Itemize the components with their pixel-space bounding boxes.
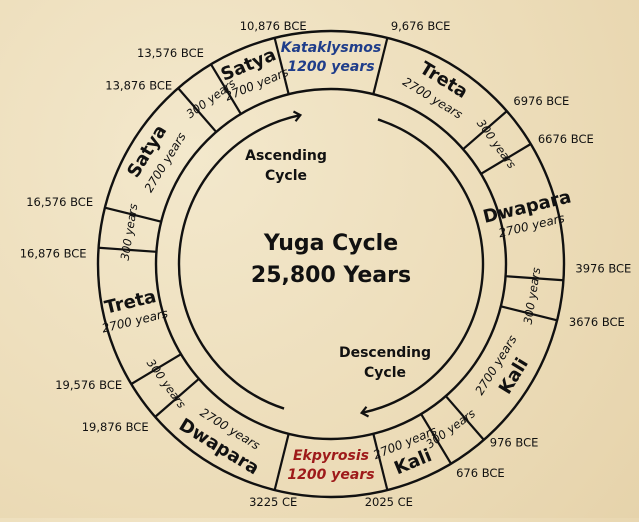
segment-divider — [104, 206, 162, 223]
segment-divider — [177, 87, 218, 133]
date-label: 6676 BCE — [538, 132, 594, 146]
date-label: 19,576 BCE — [55, 378, 122, 392]
ekpyrosis-name: Ekpyrosis — [293, 448, 369, 464]
segment-divider — [500, 305, 558, 322]
segment-divider — [210, 63, 242, 115]
segment-kataklysmos: Kataklysmos 1200 years — [281, 40, 382, 75]
segment-divider — [372, 37, 389, 95]
date-labels: 9,676 BCE 6976 BCE 6676 BCE 3976 BCE 3676 BC… — [20, 19, 632, 509]
transition-years: 300 years — [474, 117, 519, 172]
ring-layer — [96, 29, 566, 499]
date-label: 976 BCE — [490, 435, 539, 449]
ekpyrosis-years: 1200 years — [287, 467, 374, 483]
ascending-cycle-label: Ascending Cycle — [245, 148, 327, 184]
segment-divider — [273, 37, 290, 95]
descending-cycle-label: Descending Cycle — [339, 345, 431, 381]
inner-ring — [154, 87, 508, 441]
date-label: 19,876 BCE — [82, 420, 149, 434]
segment-divider — [480, 143, 532, 175]
date-label: 3225 CE — [249, 495, 297, 509]
segment-divider — [154, 377, 200, 418]
center-title: Yuga Cycle 25,800 Years — [251, 231, 411, 288]
segment-ekpyrosis: Ekpyrosis 1200 years — [287, 448, 374, 483]
date-label: 6976 BCE — [513, 94, 569, 108]
descending-label-line-1: Descending — [339, 345, 431, 361]
segment-divider — [462, 110, 508, 151]
date-label: 13,576 BCE — [137, 46, 204, 60]
date-label: 16,576 BCE — [26, 195, 93, 209]
kataklysmos-years: 1200 years — [287, 59, 374, 75]
segment-divider — [444, 395, 485, 441]
kataklysmos-name: Kataklysmos — [281, 40, 382, 56]
date-label: 10,876 BCE — [240, 19, 307, 33]
segment-divider — [420, 413, 452, 465]
outer-ring — [96, 29, 566, 499]
title-line-2: 25,800 Years — [251, 263, 411, 288]
date-label: 13,876 BCE — [105, 79, 172, 93]
date-label: 16,876 BCE — [20, 246, 87, 260]
segment-divider — [372, 433, 389, 491]
segment-divider — [98, 246, 157, 253]
segment-trans-4: 300 years — [144, 356, 189, 411]
transition-years: 300 years — [144, 356, 189, 411]
ascending-label-line-1: Ascending — [245, 148, 327, 164]
date-label: 3976 BCE — [575, 262, 631, 276]
date-label: 676 BCE — [456, 466, 505, 480]
descending-label-line-2: Cycle — [364, 365, 406, 381]
segment-divider — [505, 275, 564, 282]
segment-divider — [273, 433, 290, 491]
descending-arrow — [359, 118, 485, 418]
ascending-arrow — [177, 110, 303, 410]
date-label: 2025 CE — [365, 495, 413, 509]
title-line-1: Yuga Cycle — [263, 231, 398, 256]
segment-trans-1: 300 years — [474, 117, 519, 172]
cycle-arrows — [177, 110, 485, 418]
ascending-label-line-2: Cycle — [265, 168, 307, 184]
date-label: 3676 BCE — [569, 315, 625, 329]
segment-divider — [130, 353, 182, 385]
date-label: 9,676 BCE — [391, 19, 451, 33]
